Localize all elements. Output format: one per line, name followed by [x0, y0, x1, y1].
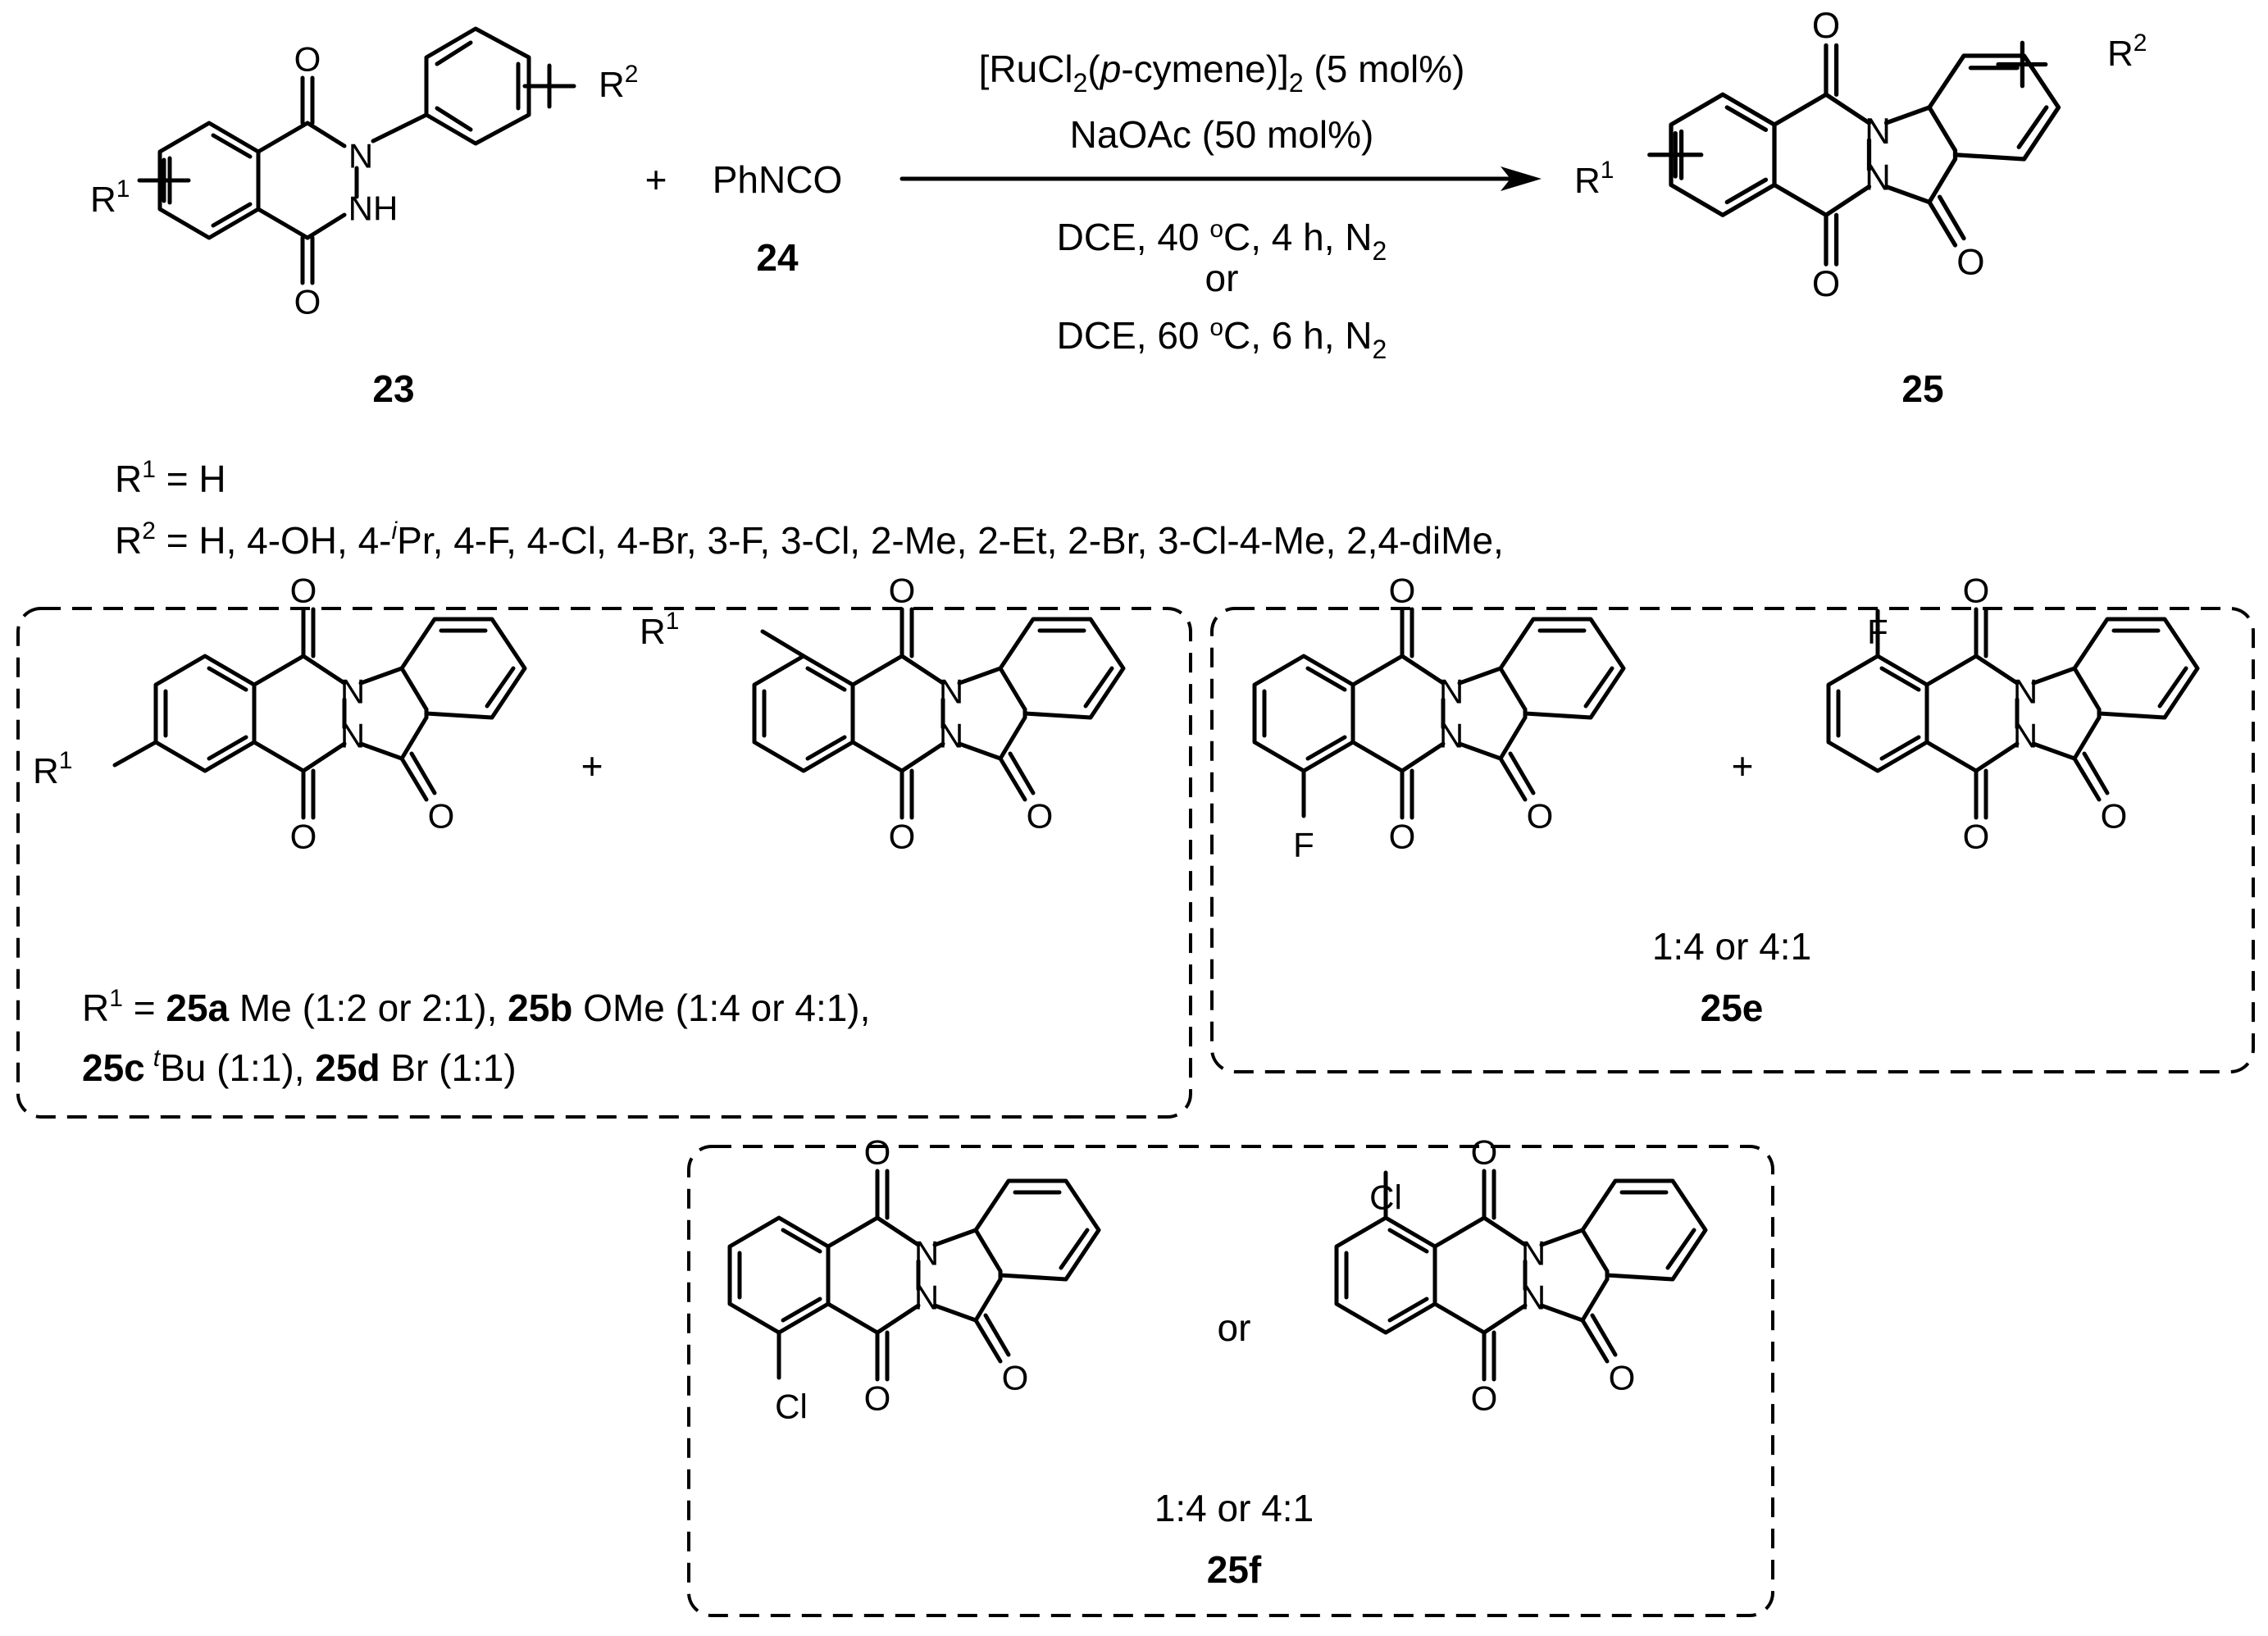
- conditions-1: DCE, 40 oC, 4 h, N2: [1057, 216, 1387, 266]
- plus-sign: +: [581, 745, 603, 787]
- box2-ratio: 1:4 or 4:1: [1652, 925, 1811, 968]
- r1-substituent: R1: [90, 175, 130, 220]
- r1-scope-line: R1 = H: [115, 456, 226, 500]
- conditions-or: or: [1205, 257, 1239, 299]
- additive-text: NaOAc (50 mol%): [1070, 113, 1374, 156]
- chlorine-atom: Cl: [1369, 1178, 1402, 1217]
- isomer-c-structure: [1255, 572, 1624, 856]
- fluorine-atom: F: [1293, 826, 1314, 864]
- r2-substituent: R2: [599, 61, 638, 105]
- product-25-structure: [1647, 6, 2059, 304]
- r1-substituent: R1: [33, 747, 72, 791]
- nh-group: NH: [348, 189, 398, 228]
- r2-scope-line: R2 = H, 4-OH, 4-iPr, 4-F, 4-Cl, 4-Br, 3-…: [115, 517, 1504, 562]
- box-25e: [1210, 607, 2255, 1073]
- box3-ratio: 1:4 or 4:1: [1154, 1487, 1314, 1529]
- isomer-d-structure: [1829, 572, 2197, 856]
- box-25f: [687, 1145, 1774, 1617]
- nitrogen-atom: N: [348, 137, 373, 175]
- reagent-phnco: PhNCO: [713, 158, 842, 201]
- box-25a-25d: [16, 607, 1192, 1119]
- r1-substituent: R1: [1574, 157, 1614, 201]
- compound-25f-label: 25f: [1207, 1548, 1262, 1591]
- isomer-b-structure: [754, 572, 1123, 856]
- compound-23-label: 23: [372, 367, 414, 410]
- compound-25e-label: 25e: [1701, 987, 1764, 1029]
- oxygen-atom: O: [294, 283, 321, 321]
- fluorine-atom: F: [1867, 613, 1888, 651]
- plus-sign: +: [1732, 745, 1754, 787]
- plus-sign: +: [645, 158, 667, 201]
- compound-25-label: 25: [1901, 367, 1943, 410]
- oxygen-atom: O: [294, 40, 321, 79]
- r1-substituent: R1: [640, 608, 679, 652]
- compound-24-label: 24: [756, 236, 799, 279]
- isomer-a-structure: [112, 572, 525, 856]
- isomer-f-structure: [1337, 1133, 1706, 1418]
- isomer-e-structure: [730, 1133, 1099, 1418]
- catalyst-text: [RuCl2(p-cymene)]2 (5 mol%): [979, 48, 1465, 98]
- box1-line1: R1 = 25a Me (1:2 or 2:1), 25b OMe (1:4 o…: [82, 985, 870, 1029]
- reaction-arrow: [899, 166, 1542, 191]
- or-text: or: [1218, 1306, 1251, 1349]
- r2-substituent: R2: [2107, 30, 2147, 74]
- substrate-23-structure: O O N NH R2 R1: [90, 26, 638, 321]
- conditions-2: DCE, 60 oC, 6 h, N2: [1057, 314, 1387, 364]
- chlorine-atom: Cl: [775, 1388, 808, 1426]
